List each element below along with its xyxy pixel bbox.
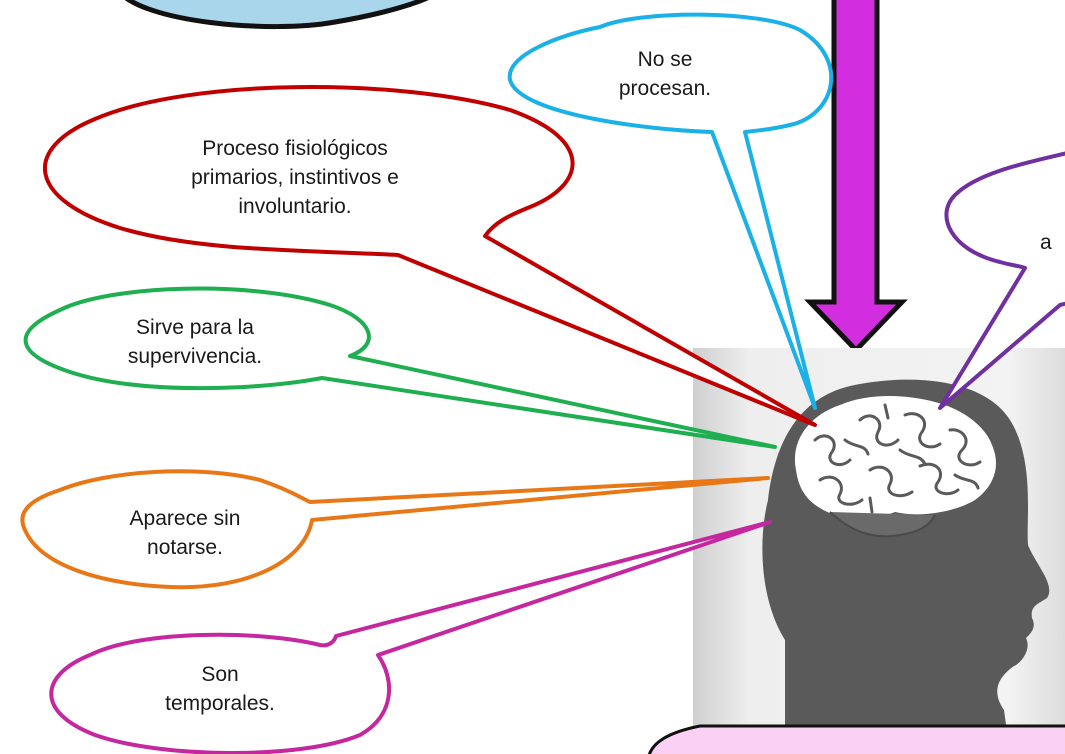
callout-not-processed [507, 12, 834, 410]
callout-survival [23, 286, 777, 449]
callout-temporary-text: Son temporales. [165, 663, 275, 715]
brain-icon [794, 396, 996, 538]
callout-physiological [42, 85, 817, 427]
down-arrow [804, 0, 908, 354]
callout-temporary [49, 520, 772, 754]
callout-partial-right [938, 151, 1065, 410]
head-image [693, 348, 1065, 754]
callout-partial-right-text: a [1040, 231, 1052, 254]
callout-physiological-text: Proceso fisiológicos primarios, instinti… [191, 137, 399, 218]
bottom-pink-bubble-partial [647, 724, 1065, 754]
top-bubble-partial [125, 0, 429, 30]
callout-survival-text: Sirve para la supervivencia. [127, 316, 263, 368]
callout-unnoticed-text: Aparece sin notarse. [129, 507, 241, 559]
callout-not-processed-text: No se procesan. [618, 48, 712, 100]
callout-unnoticed [20, 469, 770, 590]
